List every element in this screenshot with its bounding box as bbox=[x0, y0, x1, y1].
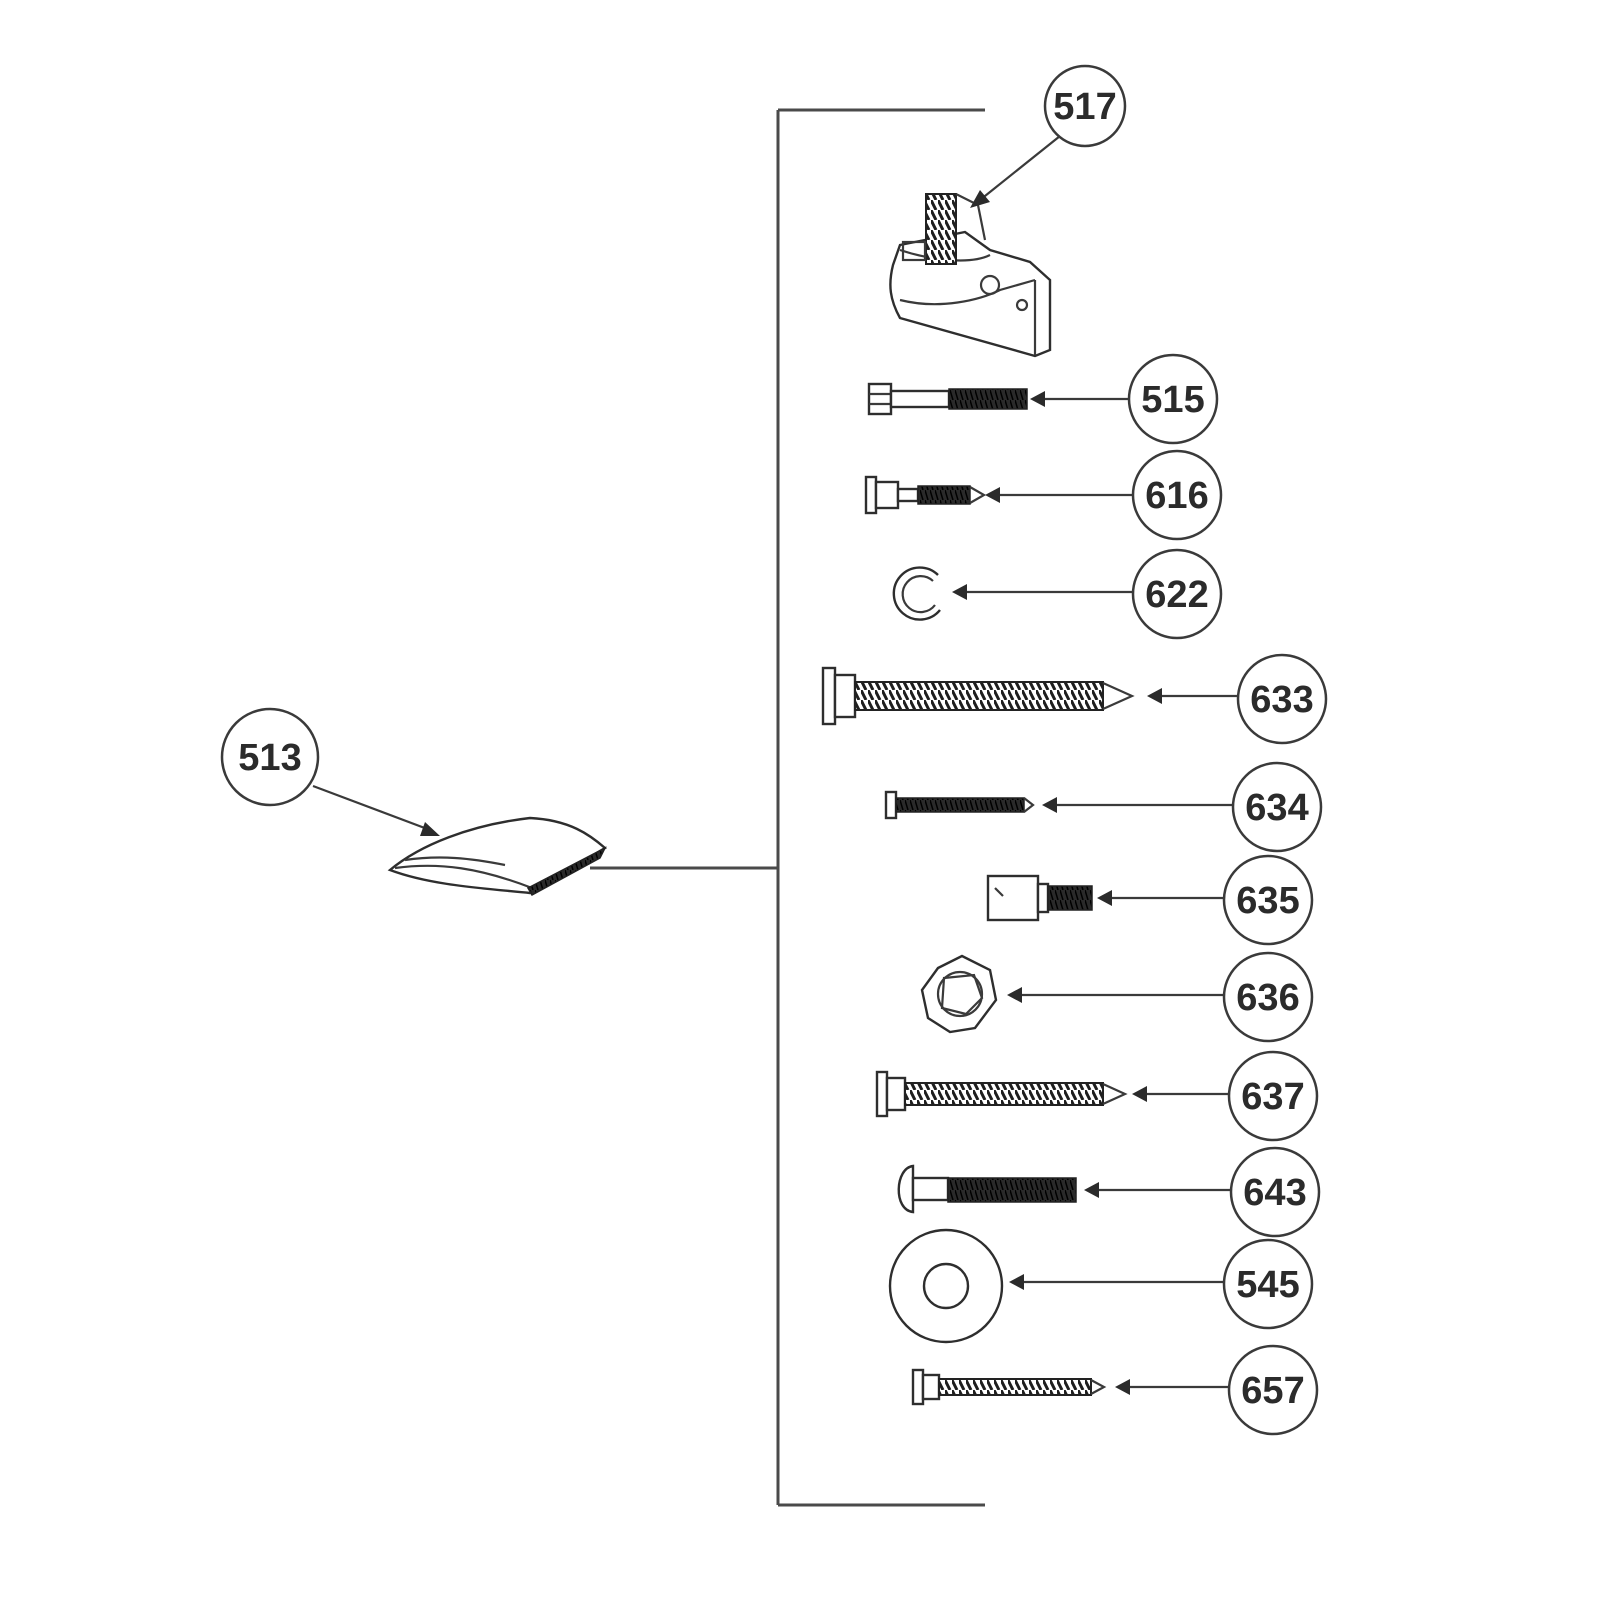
shoulder-screw-icon bbox=[986, 874, 1093, 922]
callout-657[interactable]: 657 bbox=[1227, 1344, 1319, 1436]
leader-616 bbox=[985, 487, 1135, 503]
callout-634[interactable]: 634 bbox=[1231, 761, 1323, 853]
flange-bolt-icon bbox=[864, 475, 987, 515]
callout-label: 634 bbox=[1245, 787, 1308, 829]
self-tapping-screw-icon bbox=[911, 1368, 1107, 1406]
lag-screw-icon bbox=[821, 666, 1135, 726]
leader-643 bbox=[1084, 1182, 1232, 1198]
leader-515 bbox=[1030, 391, 1130, 407]
callout-643[interactable]: 643 bbox=[1229, 1146, 1321, 1238]
callout-label: 657 bbox=[1241, 1370, 1304, 1412]
callout-label: 636 bbox=[1236, 977, 1299, 1019]
lag-screw-icon bbox=[875, 1070, 1128, 1118]
callout-label: 513 bbox=[238, 737, 301, 779]
leader-635 bbox=[1097, 890, 1225, 906]
callout-label: 643 bbox=[1243, 1172, 1306, 1214]
leader-636 bbox=[1007, 987, 1225, 1003]
callout-515[interactable]: 515 bbox=[1127, 353, 1219, 445]
callout-616[interactable]: 616 bbox=[1131, 449, 1223, 541]
callout-635[interactable]: 635 bbox=[1222, 854, 1314, 946]
carriage-bolt-icon bbox=[897, 1164, 1077, 1214]
leader-622 bbox=[952, 584, 1135, 600]
leader-637 bbox=[1132, 1086, 1230, 1102]
hex-bolt-icon bbox=[867, 382, 1028, 416]
flat-washer-icon bbox=[888, 1228, 1004, 1344]
bracket-icon bbox=[889, 193, 1052, 358]
callout-545[interactable]: 545 bbox=[1222, 1238, 1314, 1330]
leader-657 bbox=[1115, 1379, 1230, 1395]
leader-513 bbox=[312, 784, 440, 836]
callout-label: 635 bbox=[1236, 880, 1299, 922]
leader-633 bbox=[1147, 688, 1240, 704]
callout-label: 633 bbox=[1250, 679, 1313, 721]
callout-636[interactable]: 636 bbox=[1222, 951, 1314, 1043]
callout-label: 545 bbox=[1236, 1264, 1299, 1306]
callout-label: 515 bbox=[1141, 379, 1204, 421]
callout-label: 517 bbox=[1053, 86, 1116, 128]
callout-label: 616 bbox=[1145, 475, 1208, 517]
leader-545 bbox=[1009, 1274, 1225, 1290]
callout-label: 637 bbox=[1241, 1076, 1304, 1118]
leader-634 bbox=[1042, 797, 1235, 813]
callout-637[interactable]: 637 bbox=[1227, 1050, 1319, 1142]
leader-517 bbox=[970, 135, 1061, 208]
group-bracket bbox=[590, 108, 985, 1507]
callout-622[interactable]: 622 bbox=[1131, 548, 1223, 640]
hardware-bag-icon bbox=[387, 816, 608, 897]
retaining-ring-icon bbox=[892, 566, 941, 621]
screw-icon bbox=[884, 790, 1035, 820]
lock-nut-icon bbox=[920, 954, 998, 1034]
callout-label: 622 bbox=[1145, 574, 1208, 616]
callout-633[interactable]: 633 bbox=[1236, 653, 1328, 745]
callout-513[interactable]: 513 bbox=[220, 707, 320, 807]
callout-517[interactable]: 517 bbox=[1043, 64, 1127, 148]
